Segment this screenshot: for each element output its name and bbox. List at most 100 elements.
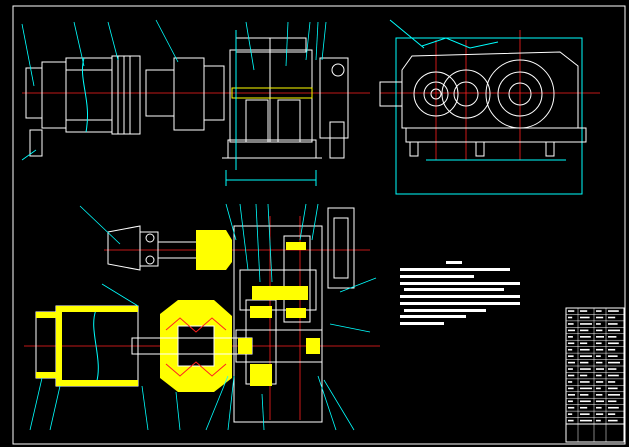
requirement-line-3 [400, 282, 520, 285]
parts-list-cell-text [580, 355, 592, 357]
parts-list-cell-text [580, 329, 589, 332]
gear-hatch-upper [252, 286, 308, 300]
parts-list-cell-text [568, 368, 573, 370]
requirements-heading [446, 261, 462, 264]
parts-list-cell-text [568, 348, 573, 351]
front-elevation [22, 30, 370, 186]
requirement-line-5 [400, 295, 520, 298]
parts-list-cell-text [580, 406, 588, 409]
parts-list-cell-text [580, 361, 589, 364]
parts-list-cell-text [596, 368, 604, 370]
title-block-footer [565, 423, 625, 443]
parts-list-cell-text [568, 361, 575, 364]
parts-list-cell-text [580, 400, 591, 403]
requirement-line-4 [404, 288, 504, 291]
parts-list-cell-text [568, 329, 575, 332]
parts-list-cell-text [608, 336, 617, 338]
coupling-body [173, 57, 205, 131]
parts-list-cell-text [580, 381, 590, 383]
requirement-line-6 [400, 302, 520, 305]
parts-list-cell-text [580, 310, 588, 312]
requirement-line-8 [400, 315, 466, 318]
parts-list-cell-text [608, 387, 618, 390]
parts-list-cell-text [596, 348, 604, 351]
motor-fins [111, 55, 141, 135]
parts-list-cell-text [596, 310, 602, 312]
parts-list-cell-text [608, 394, 620, 396]
side-dimension-frame [395, 37, 583, 195]
parts-list-cell-text [580, 336, 591, 338]
parts-list-cell-text [596, 400, 604, 403]
parts-list-cell-text [608, 323, 618, 325]
parts-list-cell-text [580, 387, 592, 390]
parts-list-cell-text [580, 413, 590, 415]
parts-list-cell-text [608, 355, 618, 357]
parts-list-cell-text [596, 323, 601, 325]
parts-list-cell-text [608, 348, 616, 351]
parts-list-cell-text [608, 374, 619, 377]
parts-list-cell-text [568, 342, 575, 345]
requirement-line-2 [400, 275, 474, 278]
parts-list-cell-text [608, 361, 620, 364]
input-coupling [196, 230, 232, 270]
parts-list-cell-text [580, 342, 588, 345]
intermediate-bearing-circle [441, 69, 491, 119]
parts-list-cell-text [568, 394, 575, 396]
parts-list-cell-text [568, 419, 574, 422]
parts-list-cell-text [608, 329, 620, 332]
parts-list-cell-text [596, 374, 602, 377]
parts-list-cell-text [608, 413, 616, 415]
parts-list-cell-text [608, 310, 619, 312]
motor-flange [41, 61, 67, 129]
parts-list-cell-text [580, 374, 588, 377]
parts-list-cell-text [580, 419, 592, 422]
plan-section [24, 207, 380, 423]
parts-list-cell-text [608, 368, 617, 370]
parts-list-cell-text [608, 381, 616, 383]
parts-list-cell-text [580, 348, 590, 351]
parts-list-cell-text [596, 329, 603, 332]
sheet-border [12, 5, 626, 445]
parts-list-cell-text [568, 374, 575, 377]
requirement-line-1 [400, 268, 510, 271]
parts-list-cell-text [596, 361, 603, 364]
parts-list-cell-text [596, 387, 601, 390]
parts-list-cell-text [596, 394, 603, 396]
parts-list-cell-text [596, 342, 602, 345]
parts-list-cell-text [568, 336, 573, 338]
parts-list-cell-text [580, 368, 591, 370]
parts-list-cell-text [596, 419, 601, 422]
side-base-flange [405, 127, 587, 143]
breather-detail [421, 37, 499, 49]
parts-list-cell-text [596, 355, 601, 357]
parts-list-cell-text [568, 406, 575, 409]
parts-list-cell-text [580, 394, 589, 396]
input-bearing-circle [413, 71, 459, 117]
plan-motor-endcap [35, 311, 57, 379]
parts-list-cell-text [580, 323, 592, 325]
parts-list-cell-text [568, 323, 574, 325]
parts-list-cell-text [568, 310, 575, 312]
input-shaft-stub [379, 81, 403, 107]
parts-list-cell-text [596, 316, 604, 319]
parts-list-cell-text [568, 381, 573, 383]
gearbox-housing [401, 51, 579, 129]
requirement-line-9 [400, 322, 444, 325]
parts-list-cell-text [596, 406, 602, 409]
plan-output-bracket [327, 207, 355, 289]
motor-body [65, 57, 113, 133]
technical-requirements [400, 261, 520, 325]
parts-list-cell-text [596, 413, 604, 415]
front-leaders [21, 19, 327, 161]
output-bracket [319, 57, 349, 139]
parts-list-cell-text [568, 355, 574, 357]
parts-list-cell-text [608, 342, 619, 345]
parts-list-cell-text [608, 419, 618, 422]
plan-gearbox-casing [233, 225, 323, 423]
parts-list-cell-text [580, 316, 590, 319]
requirement-line-7 [404, 309, 486, 312]
parts-list-cell-text [608, 316, 616, 319]
parts-list-cell-text [568, 413, 573, 415]
